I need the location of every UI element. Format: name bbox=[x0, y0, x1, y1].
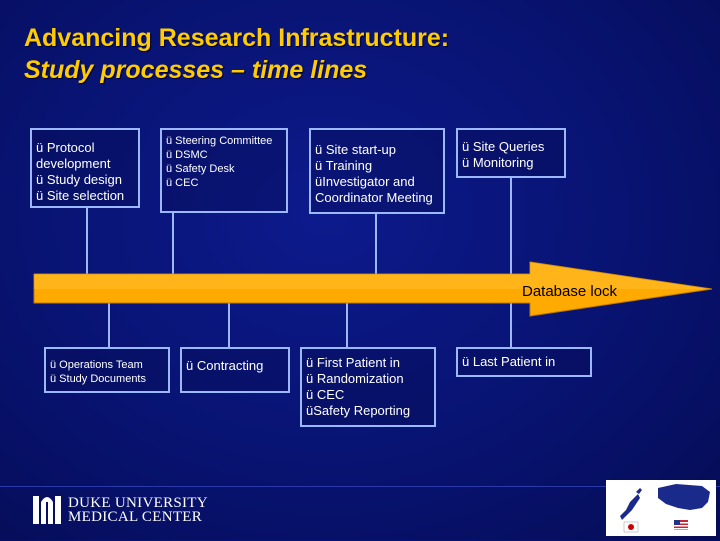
connector-bottom-4 bbox=[510, 302, 512, 347]
bottom-box-3-line-2: ü Randomization bbox=[306, 371, 404, 386]
bottom-box-1-line-2: ü Study Documents bbox=[50, 373, 146, 385]
top-box-1-line-1: ü Protocol bbox=[36, 140, 95, 155]
connector-top-4 bbox=[510, 178, 512, 274]
footer-divider bbox=[0, 486, 720, 487]
connector-bottom-2 bbox=[228, 302, 230, 347]
bottom-box-1-line-1: ü Operations Team bbox=[50, 359, 143, 371]
bottom-box-3: ü First Patient in ü Randomization ü CEC… bbox=[300, 347, 436, 427]
top-box-4-line-1: ü Site Queries bbox=[462, 139, 545, 154]
bottom-box-4: ü Last Patient in bbox=[456, 347, 592, 377]
slide-title: Advancing Research Infrastructure: Study… bbox=[24, 22, 449, 86]
top-box-3-line-3: üInvestigator and bbox=[315, 174, 415, 189]
map-graphic bbox=[606, 480, 716, 536]
bottom-box-4-line-1: ü Last Patient in bbox=[462, 354, 556, 369]
connector-top-2 bbox=[172, 213, 174, 274]
database-lock-label: Database lock bbox=[522, 283, 618, 300]
japan-usa-map-icon bbox=[620, 484, 710, 533]
bottom-box-2-line-1: ü Contracting bbox=[186, 358, 264, 373]
bottom-box-3-line-3: ü CEC bbox=[306, 387, 345, 402]
duke-wordmark-line-1: DUKE UNIVERSITY bbox=[68, 495, 208, 511]
top-box-3: ü Site start-up ü Training üInvestigator… bbox=[309, 128, 445, 214]
title-line-2: Study processes – time lines bbox=[24, 56, 368, 84]
duke-wordmark-line-2: MEDICAL CENTER bbox=[68, 509, 203, 525]
connector-bottom-3 bbox=[346, 302, 348, 347]
top-box-4: ü Site Queries ü Monitoring bbox=[456, 128, 566, 178]
connector-top-1 bbox=[86, 208, 88, 274]
connector-top-3 bbox=[375, 214, 377, 274]
top-box-1: ü Protocol development ü Study design ü … bbox=[30, 128, 140, 208]
duke-chapel-logo-icon bbox=[33, 496, 61, 524]
bottom-box-3-line-4: üSafety Reporting bbox=[306, 403, 411, 418]
top-box-2-line-2: ü DSMC bbox=[166, 149, 208, 161]
top-box-4-line-2: ü Monitoring bbox=[462, 155, 534, 170]
top-box-1-line-3: ü Study design bbox=[36, 172, 123, 187]
connector-bottom-1 bbox=[108, 302, 110, 347]
top-box-2-line-1: ü Steering Committee bbox=[166, 135, 273, 147]
title-line-1: Advancing Research Infrastructure: bbox=[24, 24, 450, 52]
top-box-1-line-4: ü Site selection bbox=[36, 188, 125, 203]
top-box-2-line-4: ü CEC bbox=[166, 177, 199, 189]
bottom-box-3-line-1: ü First Patient in bbox=[306, 355, 400, 370]
top-box-1-line-2: development bbox=[36, 156, 111, 171]
duke-wordmark: DUKE UNIVERSITY MEDICAL CENTER bbox=[68, 495, 208, 525]
bottom-box-2: ü Contracting bbox=[180, 347, 290, 393]
top-box-2: ü Steering Committee ü DSMC ü Safety Des… bbox=[160, 128, 288, 213]
top-box-3-line-1: ü Site start-up bbox=[315, 142, 396, 157]
top-box-2-line-3: ü Safety Desk bbox=[166, 163, 235, 175]
top-box-3-line-4: Coordinator Meeting bbox=[315, 190, 433, 205]
bottom-box-1: ü Operations Team ü Study Documents bbox=[44, 347, 170, 393]
top-box-3-line-2: ü Training bbox=[315, 158, 373, 173]
